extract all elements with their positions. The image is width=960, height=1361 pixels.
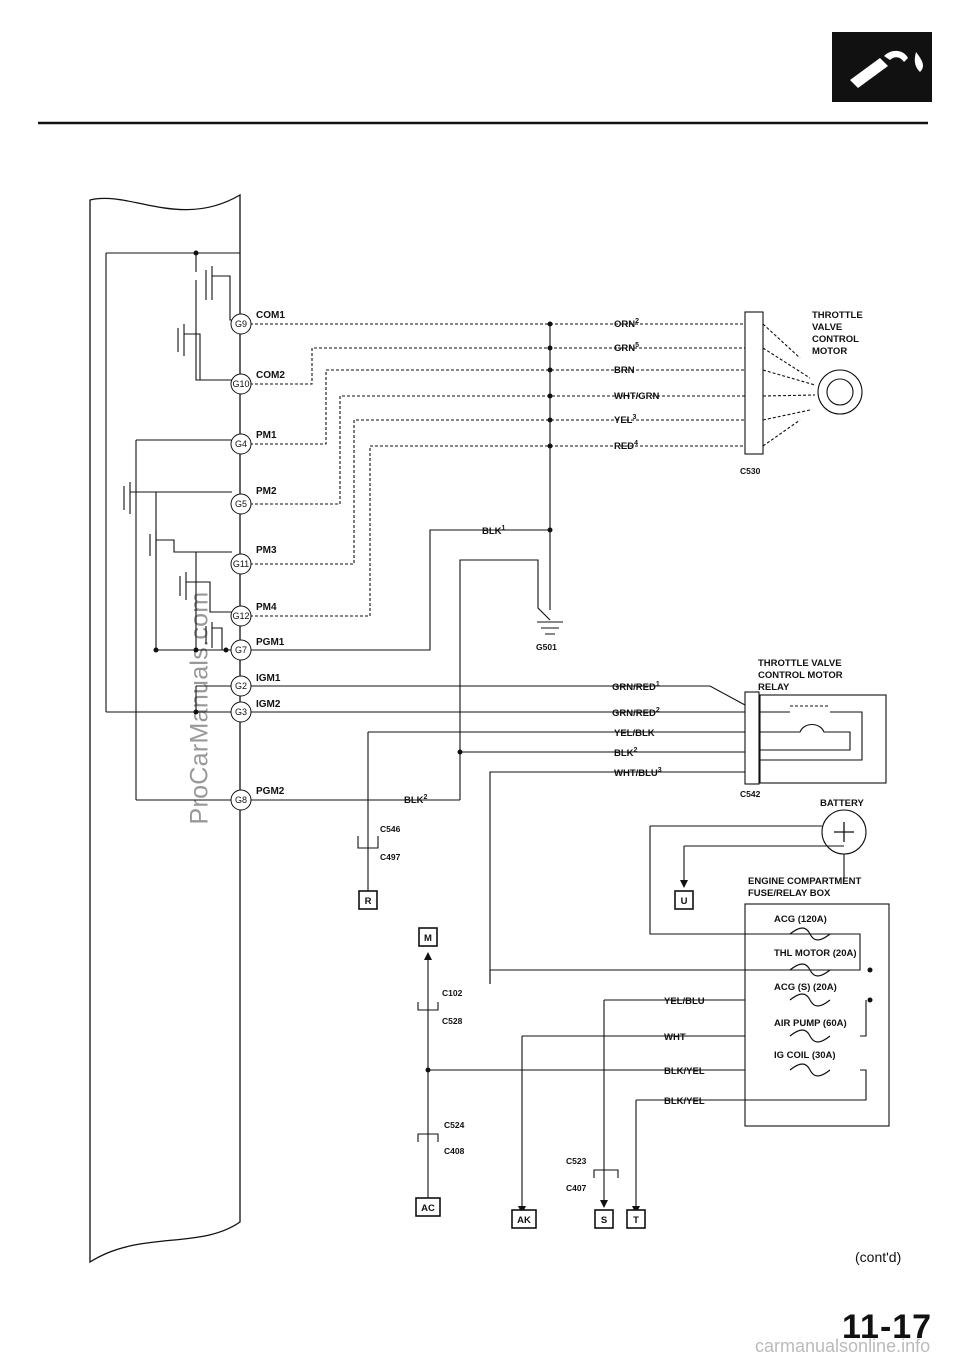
battery-plus-icon <box>834 822 854 842</box>
pin-label-pgm2: PGM2 <box>256 786 285 797</box>
wire-grn-red-1: GRN/RED1 <box>612 681 660 693</box>
conn-c528: C528 <box>442 1016 463 1026</box>
wire-blk-yel-2: BLK/YEL <box>664 1096 705 1107</box>
pin-label-com1: COM1 <box>256 310 285 321</box>
pin-label-igm1: IGM1 <box>256 673 281 684</box>
pin-label-pgm1: PGM1 <box>256 637 285 648</box>
continued-label: (cont'd) <box>855 1249 902 1265</box>
conn-c102: C102 <box>442 988 463 998</box>
wire-wht: WHT <box>664 1032 686 1043</box>
pin-g2: G2 <box>235 681 247 691</box>
pin-g7: G7 <box>235 645 247 655</box>
ecm-outline <box>89 193 241 1264</box>
conn-c546: C546 <box>380 824 401 834</box>
ecm-pins: G9 G10 G4 G5 G11 G12 G7 G2 G3 G8 <box>230 313 252 811</box>
fusebox-label-1: ENGINE COMPARTMENT <box>748 876 861 887</box>
motor-label-1: THROTTLE <box>812 310 863 321</box>
pin-label-pm1: PM1 <box>256 430 277 441</box>
wire-wht-blu: WHT/BLU3 <box>614 767 662 779</box>
wire-yel-blu: YEL/BLU <box>664 996 705 1007</box>
ref-ak: AK <box>517 1215 531 1226</box>
ref-ac: AC <box>421 1203 435 1214</box>
wire-grn: GRN5 <box>614 342 639 354</box>
pin-label-pm3: PM3 <box>256 545 277 556</box>
conn-c497: C497 <box>380 852 401 862</box>
pin-g12: G12 <box>232 611 249 621</box>
wire-yel: YEL3 <box>614 414 636 426</box>
wire-red: RED4 <box>614 440 638 452</box>
ref-u: U <box>681 896 688 907</box>
wire-wht-grn: WHT/GRN <box>614 391 660 402</box>
wire-blk1: BLK1 <box>482 525 506 537</box>
pin-label-com2: COM2 <box>256 370 285 381</box>
conn-c542: C542 <box>740 789 761 799</box>
pin-g3: G3 <box>235 707 247 717</box>
fuse-air-pump: AIR PUMP (60A) <box>774 1018 847 1029</box>
pin-g10: G10 <box>232 379 249 389</box>
conn-c530: C530 <box>740 466 761 476</box>
pin-label-igm2: IGM2 <box>256 699 281 710</box>
pin-g5: G5 <box>235 499 247 509</box>
conn-c407: C407 <box>566 1183 587 1193</box>
wire-blk2a: BLK2 <box>614 747 638 759</box>
page-number: 11-17 <box>842 1308 933 1346</box>
pin-g11: G11 <box>233 559 249 569</box>
fuse-acg-s: ACG (S) (20A) <box>774 982 837 993</box>
conn-c524: C524 <box>444 1120 465 1130</box>
wire-blk-yel-1: BLK/YEL <box>664 1066 705 1077</box>
pin-g4: G4 <box>235 439 247 449</box>
pin-g9: G9 <box>235 319 247 329</box>
battery-label: BATTERY <box>820 798 864 809</box>
footer-watermark: carmanualsonline.info <box>755 1336 931 1356</box>
fusebox-label-2: FUSE/RELAY BOX <box>748 888 831 899</box>
pin-labels: COM1 COM2 PM1 PM2 PM3 PM4 PGM1 IGM1 IGM2… <box>256 310 285 797</box>
fuse-ig-coil: IG COIL (30A) <box>774 1050 836 1061</box>
ref-t: T <box>633 1215 639 1226</box>
ref-r: R <box>365 896 372 907</box>
wire-yel-blk: YEL/BLK <box>614 728 655 739</box>
ref-m: M <box>424 933 432 944</box>
ref-s: S <box>601 1215 607 1226</box>
pin-g8: G8 <box>235 795 247 805</box>
wire-grn-red-2: GRN/RED2 <box>612 707 660 719</box>
relay-label-3: RELAY <box>758 682 790 693</box>
motor-label-2: VALVE <box>812 322 842 333</box>
conn-c523: C523 <box>566 1156 587 1166</box>
motor-label-4: MOTOR <box>812 346 847 357</box>
fuse-thl-motor: THL MOTOR (20A) <box>774 948 857 959</box>
wire-blk2b: BLK2 <box>404 794 428 806</box>
relay-label-2: CONTROL MOTOR <box>758 670 843 681</box>
motor-label-3: CONTROL <box>812 334 859 345</box>
connector-labels: C530 G501 C542 C546 C497 C102 C528 C524 … <box>380 466 761 1193</box>
relay-label-1: THROTTLE VALVE <box>758 658 842 669</box>
wire-orn: ORN2 <box>614 318 639 330</box>
wire-labels: ORN2 GRN5 BRN WHT/GRN YEL3 RED4 BLK1 GRN… <box>404 318 705 1107</box>
pin-label-pm2: PM2 <box>256 486 277 497</box>
fuse-acg-120a: ACG (120A) <box>774 914 827 925</box>
conn-c408: C408 <box>444 1146 465 1156</box>
pin-label-pm4: PM4 <box>256 602 277 613</box>
component-labels: THROTTLE VALVE CONTROL MOTOR THROTTLE VA… <box>748 310 864 899</box>
fuse-labels: ACG (120A) THL MOTOR (20A) ACG (S) (20A)… <box>774 914 857 1061</box>
ref-boxes: R U M AC AK S T <box>358 890 694 1229</box>
wire-brn: BRN <box>614 365 635 376</box>
ground-g501: G501 <box>536 642 557 652</box>
fuel-pump-icon <box>832 32 932 102</box>
